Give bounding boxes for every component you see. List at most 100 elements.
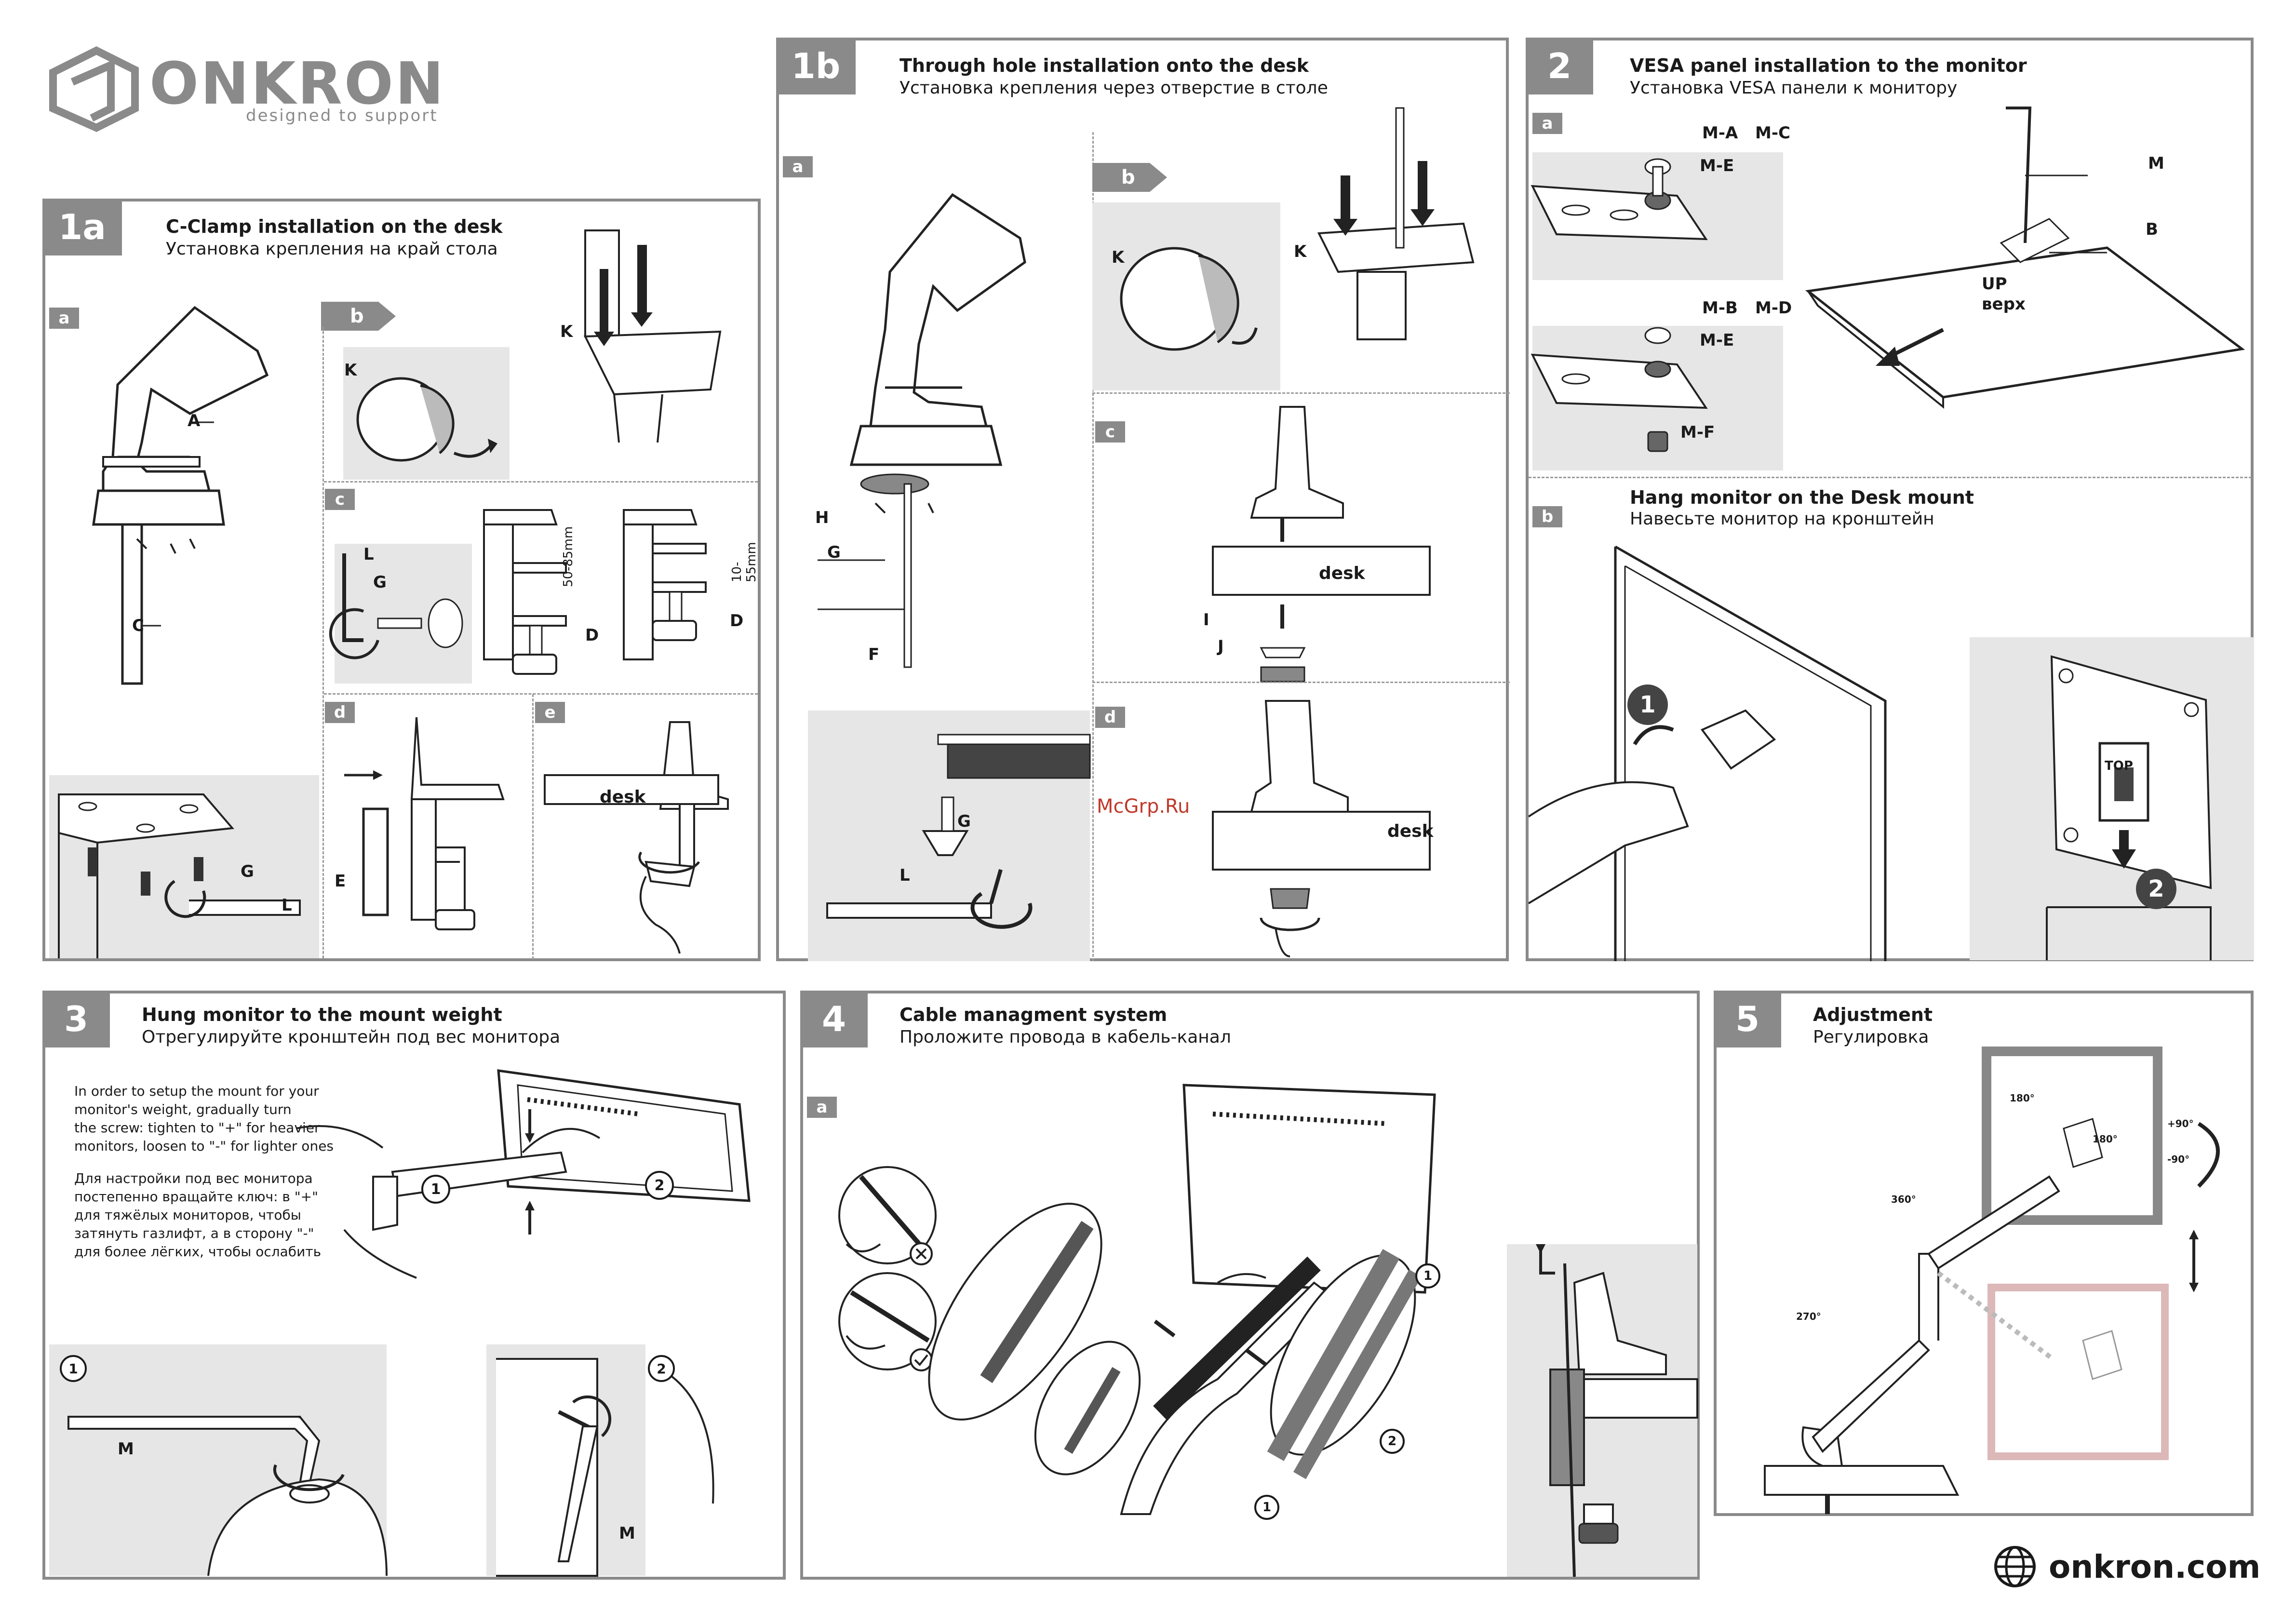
adjustment-illustration [1764,1047,2220,1514]
website-url: onkron.com [2049,1548,2261,1585]
step-circle-2: 2 [1380,1429,1405,1454]
section-title-en: Through hole installation onto the desk [900,55,1309,76]
rotation-label-minus90: -90° [2167,1154,2190,1165]
screw-g-illustration [329,553,463,659]
clamp-range-2: 10-55mm [730,542,759,582]
part-label-m-c: M-C [1755,123,1790,143]
vesa-screw-illustration-1 [1531,158,1708,241]
desk-clamp-illustration [544,721,729,954]
step-label-c: c [1095,421,1125,443]
part-label-m-d: M-D [1755,298,1792,318]
part-label-g2: G [373,573,387,592]
cap-k-illustration [1120,247,1258,351]
clamp-mount-illustration [92,306,269,685]
part-label-m-a: M-A [1702,123,1738,143]
hang-title-ru: Навесьте монитор на кронштейн [1630,509,1934,529]
desk-label-2: desk [1387,821,1434,841]
step-label-a: a [1532,113,1562,134]
brand-name: ONKRON [149,51,446,118]
clamp-range-illustration-1 [483,509,567,675]
divider [324,481,758,483]
step-label-b: b [321,302,396,331]
part-label-f: F [868,645,880,664]
panel-1b: 1b Through hole installation onto the de… [776,38,1510,961]
brand-logo: ONKRON designed to support [43,46,443,132]
through-hole-mount-illustration [818,193,1026,668]
panel-3: 3 Hung monitor to the mount weight Отрег… [42,991,786,1580]
cap-k-illustration [356,377,497,462]
desk-through-illustration [1212,700,1431,957]
part-label-l: L [900,866,910,885]
step-label-b: b [1532,506,1562,527]
step-circle-2: 2 [645,1171,674,1200]
divider [322,327,324,958]
section-title-ru: Установка крепления на край стола [166,239,498,259]
part-label-h: H [815,508,829,527]
step-label-c: c [325,489,355,510]
base-plate-illustration [1317,107,1475,340]
step-label-b: b [1092,163,1167,192]
globe-icon [1994,1546,2036,1587]
part-label-m: M [118,1439,134,1459]
step-label-a: a [49,308,79,329]
section-number-1b: 1b [776,38,856,94]
part-label-m: M [2148,154,2164,173]
part-label-e: E [335,872,346,891]
part-label-a: A [188,411,201,430]
hang-title-en: Hang monitor on the Desk mount [1630,487,1974,508]
section-number-5: 5 [1714,991,1781,1047]
divider [1092,682,1510,683]
divider [1529,477,2252,478]
desk-screw-illustration [58,793,301,958]
part-label-b: B [2146,220,2158,239]
part-label-m-e: M-E [1700,156,1734,175]
cable-management-illustration [928,1084,1436,1515]
part-label-k: K [344,361,357,380]
section-number-4: 4 [800,991,868,1047]
monitor-back-vesa-illustration [1805,107,2245,409]
part-label-m-b: M-B [1702,298,1738,318]
cover-e-illustration [344,717,505,930]
watermark: McGrp.Ru [1097,795,1190,818]
tighten-screw-illustration [826,734,1091,929]
divider [1092,392,1510,394]
divider [324,693,758,695]
part-label-j: J [1218,637,1224,656]
part-label-g: G [827,543,841,562]
clamp-range-1: 50-85mm [561,526,576,587]
step-label-a: a [807,1097,837,1118]
step-label-e: e [535,702,565,723]
wrench-detail-illustration-1 [67,1416,388,1576]
clamp-cable-illustration [1536,1244,1698,1577]
part-label-m-f: M-F [1680,423,1715,442]
up-label-ru: верх [1982,295,2026,314]
vesa-top-illustration [2046,655,2212,960]
section-title-ru: Проложите провода в кабель-канал [900,1027,1231,1047]
panel-4: 4 Cable managment system Проложите прово… [800,991,1700,1580]
cable-clip-wrong-illustration [838,1166,937,1265]
vesa-screw-illustration-2 [1531,327,1708,452]
part-label-k2: K [1294,242,1307,261]
panel-5: 5 Adjustment Регулировка 180° 180° +90° … [1714,991,2254,1516]
step-label-d: d [325,702,355,723]
part-label-i: I [1203,610,1209,630]
panel-1a: 1a C-Clamp installation on the desk Уста… [42,199,761,961]
section-number-3: 3 [42,991,110,1047]
up-label-en: UP [1982,274,2007,294]
step-circle-1: 1 [421,1175,450,1204]
desk-hole-illustration [1212,406,1431,683]
rotation-label-180-b: 180° [2093,1133,2118,1145]
rotation-label-270: 270° [1796,1311,1821,1322]
step-circle-1b: 1 [1254,1495,1279,1520]
instruction-text-en: In order to setup the mount for your mon… [74,1083,334,1154]
website-link[interactable]: onkron.com [1993,1545,2260,1588]
step-circle-2: 2 [2136,869,2176,909]
part-label-d: D [585,626,599,645]
brand-tagline: designed to support [246,106,438,125]
section-number-1a: 1a [42,199,122,255]
step-label-a: a [783,156,813,177]
section-title-ru: Отрегулируйте кронштейн под вес монитора [142,1027,561,1047]
base-plate-illustration [583,229,722,443]
section-title-ru: Установка крепления через отверстие в ст… [900,78,1328,98]
part-label-k2: K [560,322,573,341]
